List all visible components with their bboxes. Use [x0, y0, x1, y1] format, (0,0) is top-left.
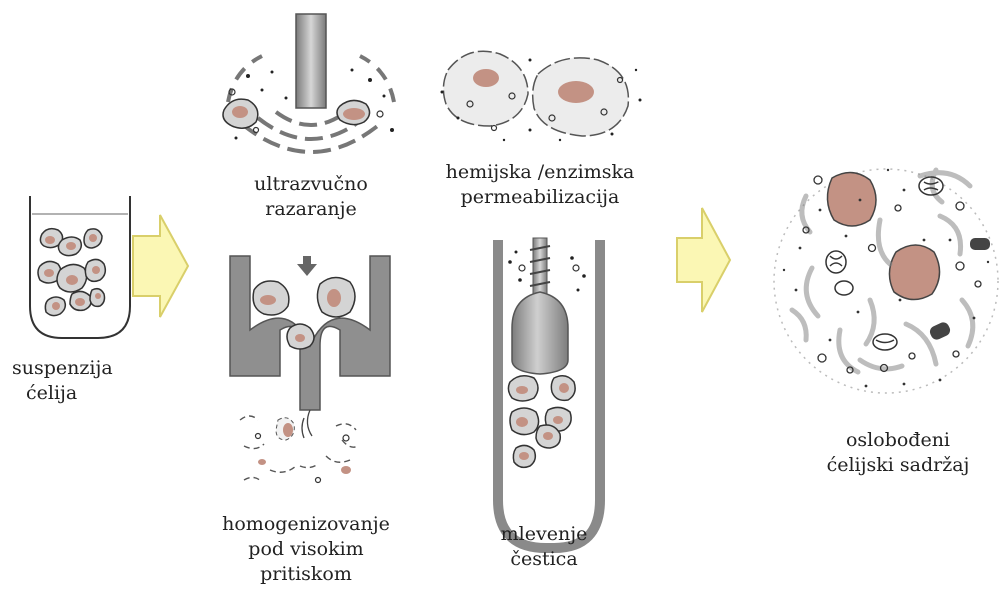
- released-content: [774, 169, 998, 393]
- label-suspension: suspenzija ćelija: [12, 356, 113, 406]
- label-ultrasound: ultrazvučno razaranje: [241, 172, 381, 222]
- label-chemical: hemijska /enzimska permeabilizacija: [422, 160, 658, 210]
- suspension-tube: [30, 196, 130, 338]
- label-released: oslobođeni ćelijski sadržaj: [800, 428, 996, 478]
- right-arrow-icon: [133, 215, 188, 317]
- homogenizer: [230, 256, 390, 483]
- right-arrow-icon: [677, 208, 730, 312]
- label-milling: mlevenje čestica: [484, 522, 604, 572]
- label-homogenization: homogenizovanje pod visokim pritiskom: [206, 512, 406, 587]
- bead-mill: [498, 238, 600, 548]
- down-arrow-icon: [297, 256, 317, 276]
- permeabilized-cells: [441, 51, 642, 141]
- ultrasound-probe: [223, 14, 394, 152]
